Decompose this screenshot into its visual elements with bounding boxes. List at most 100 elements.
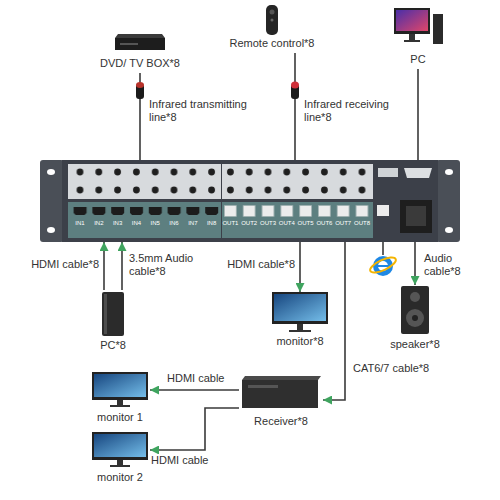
source-pc: PC*8 xyxy=(95,290,131,355)
device-caption: monitor 1 xyxy=(97,411,143,424)
cable-line xyxy=(150,389,239,391)
monitor-stand xyxy=(117,460,123,465)
monitor-screen xyxy=(274,294,326,321)
port-label: IN6 xyxy=(165,219,183,227)
tower-edge xyxy=(104,294,107,334)
cable-line xyxy=(299,242,301,292)
port-label: IN7 xyxy=(184,219,202,227)
monitor-stand xyxy=(117,400,123,405)
remote-button xyxy=(271,19,274,22)
woofer-cap xyxy=(412,315,418,321)
cable-line xyxy=(294,53,296,160)
port-label: OUT2 xyxy=(240,219,258,227)
dvd-player: DVD/ TV BOX*8 xyxy=(97,30,183,73)
rack-ear xyxy=(40,160,64,242)
port-label: IN8 xyxy=(203,219,221,227)
monitor-stand xyxy=(110,405,130,407)
device-caption: Receiver*8 xyxy=(254,415,308,428)
cable-label: Audio cable*8 xyxy=(423,252,491,278)
mount-hole xyxy=(47,169,55,175)
cable-label: HDMI cable*8 xyxy=(214,258,296,271)
monitor-stand xyxy=(110,465,130,467)
cable-line xyxy=(121,242,123,290)
mount-hole xyxy=(47,227,55,233)
port-label: OUT6 xyxy=(315,219,333,227)
power-socket xyxy=(400,200,432,233)
display-monitor: monitor 2 xyxy=(90,432,150,487)
port-label: IN2 xyxy=(90,219,108,227)
ir-receiver-tip xyxy=(291,82,299,89)
device-caption: PC xyxy=(410,53,425,66)
cable-line xyxy=(417,69,419,160)
mount-hole xyxy=(445,227,453,233)
cable-label: HDMI cable xyxy=(150,454,209,467)
port-face xyxy=(68,202,373,238)
browser-icon-ring xyxy=(368,255,398,276)
monitor-stand xyxy=(297,324,303,330)
usb-port xyxy=(378,168,398,177)
hdbaset-receiver: Receiver*8 xyxy=(239,372,323,431)
receiver-icon xyxy=(242,380,318,408)
port-label: IN5 xyxy=(146,219,164,227)
monitor-icon xyxy=(272,292,328,324)
port-label: IN4 xyxy=(127,219,145,227)
device-caption: speaker*8 xyxy=(390,338,440,351)
speaker: speaker*8 xyxy=(387,285,443,354)
port-label: OUT7 xyxy=(334,219,352,227)
receiver-top xyxy=(242,376,321,380)
device-caption: monitor*8 xyxy=(276,335,323,348)
pc-stand xyxy=(404,40,420,42)
pc-screen xyxy=(396,10,428,31)
port-label: OUT3 xyxy=(259,219,277,227)
jack-panel xyxy=(68,164,221,199)
device-caption: monitor 2 xyxy=(97,471,143,484)
device-caption: Remote control*8 xyxy=(230,37,315,50)
remote-control: Remote control*8 xyxy=(227,4,318,53)
pc-monitor xyxy=(394,8,430,34)
woofer xyxy=(406,309,424,327)
dvd-top xyxy=(115,34,165,38)
remote-icon xyxy=(266,5,278,35)
device-caption: DVD/ TV BOX*8 xyxy=(100,57,180,70)
cable-label: HDMI cable xyxy=(166,372,225,385)
rj45-port-row xyxy=(221,205,371,217)
mount-hole xyxy=(445,169,453,175)
display-monitor: monitor 1 xyxy=(90,372,150,427)
port-label: OUT8 xyxy=(353,219,371,227)
monitor-icon xyxy=(92,372,148,400)
monitor-icon xyxy=(92,432,148,460)
port-label: OUT1 xyxy=(221,219,239,227)
receiver-strip xyxy=(248,385,278,388)
pc-stand xyxy=(409,34,415,40)
network-line xyxy=(382,242,384,255)
ir-jack-row xyxy=(221,168,371,176)
matrix-switch: IN1IN2IN3IN4IN5IN6IN7IN8OUT1OUT2OUT3OUT4… xyxy=(62,160,438,242)
display-monitor: monitor*8 xyxy=(272,292,328,351)
port-label: OUT5 xyxy=(297,219,315,227)
cable-label: CAT6/7 cable*8 xyxy=(352,362,430,375)
monitor-screen xyxy=(94,374,146,397)
port-label: IN1 xyxy=(71,219,89,227)
cable-label: Infrared receiving line*8 xyxy=(303,98,395,124)
speaker-icon xyxy=(401,286,429,334)
cable-line xyxy=(103,242,105,290)
pc-tower xyxy=(433,14,443,44)
dvd-slot xyxy=(120,43,138,45)
pc-tower xyxy=(102,292,124,336)
hdmi-port-row xyxy=(71,207,221,216)
cable-label: 3.5mm Audio cable*8 xyxy=(128,252,210,278)
cable-line xyxy=(150,408,239,450)
rs232-port xyxy=(404,168,432,178)
device-caption: PC*8 xyxy=(100,339,126,352)
browser-icon-bar xyxy=(378,265,388,267)
ir-jack-row xyxy=(71,168,221,176)
monitor-screen xyxy=(94,434,146,457)
tweeter xyxy=(410,292,420,302)
cable-line xyxy=(414,242,416,285)
audio-jack-row xyxy=(71,186,221,194)
jack-panel xyxy=(222,164,373,199)
port-label: IN3 xyxy=(109,219,127,227)
ir-emitter-tip xyxy=(136,82,144,88)
power-socket-inner xyxy=(406,206,426,226)
